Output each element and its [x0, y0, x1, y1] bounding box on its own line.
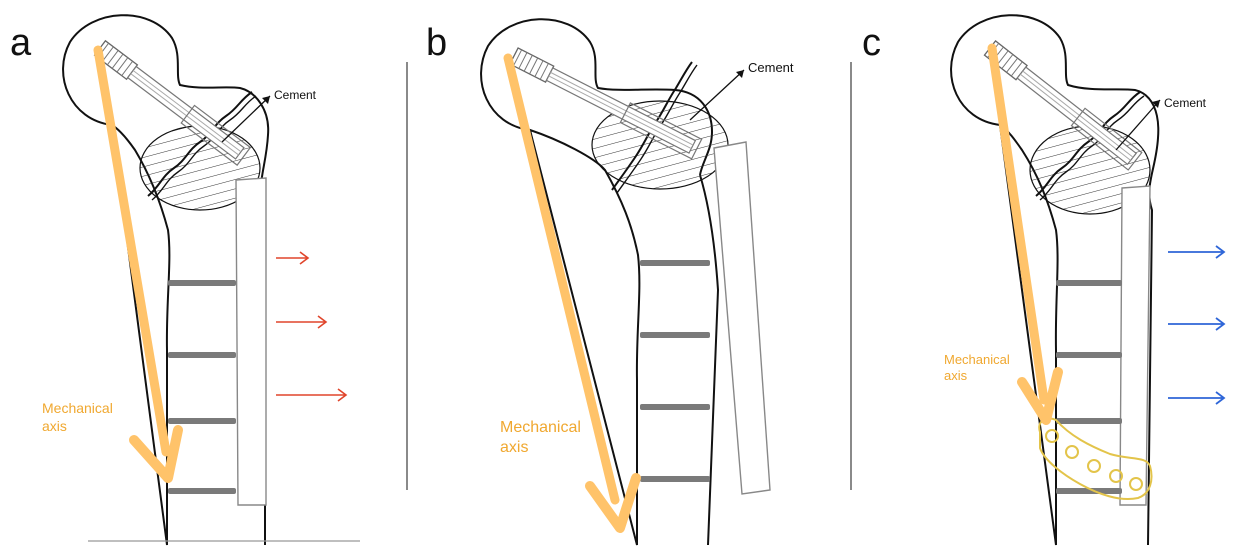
mechanical-axis-arrowhead	[129, 425, 183, 483]
force-arrow	[1168, 245, 1226, 259]
plate-hole	[1087, 459, 1101, 473]
mechanical-axis-label-b: Mechanical axis	[500, 418, 581, 458]
force-arrow	[276, 315, 328, 329]
cortical-screw	[1056, 280, 1122, 286]
force-arrow	[1168, 391, 1226, 405]
cortical-screw	[640, 332, 710, 338]
mechanical-axis-shaft	[503, 53, 620, 505]
mechanical-axis-label-c: Mechanical axis	[944, 352, 1010, 385]
shaft-lateral-edge	[699, 174, 720, 546]
axis-label-line1: Mechanical	[944, 352, 1010, 367]
panel-a	[62, 14, 348, 546]
cortical-screw	[1056, 488, 1122, 494]
panel-c	[950, 14, 1226, 546]
panel-divider-right	[850, 62, 852, 490]
panel-letter-b: b	[426, 22, 448, 64]
cement-pointer-arrowhead	[262, 96, 270, 104]
lag-screw	[509, 47, 703, 160]
force-arrow	[276, 388, 348, 402]
fracture-line-inner	[151, 95, 257, 201]
axis-label-line1: Mechanical	[42, 400, 113, 416]
plate-hole	[1109, 469, 1123, 483]
cortical-screw	[640, 404, 710, 410]
axis-label-line2: axis	[42, 417, 67, 434]
mechanical-axis-arrowhead	[585, 473, 641, 533]
mechanical-axis-shaft	[987, 43, 1049, 405]
side-plate	[713, 141, 771, 495]
force-arrows-blue	[1168, 245, 1226, 405]
fracture-line	[147, 91, 253, 197]
cortical-screw	[640, 260, 710, 266]
cortical-screw	[640, 476, 710, 482]
cement-pointer-arrowhead	[1152, 100, 1160, 108]
cortical-screw	[1056, 418, 1122, 424]
panel-letter-c: c	[862, 22, 881, 64]
axis-label-line2: axis	[944, 368, 968, 384]
cement-label-c: Cement	[1164, 96, 1207, 110]
force-arrow	[1168, 317, 1226, 331]
panel-b	[480, 18, 771, 546]
fracture-line	[1035, 91, 1141, 197]
cortical-screw	[168, 418, 236, 424]
mechanical-axis-shaft	[93, 45, 171, 457]
femur-outline	[62, 14, 270, 546]
panel-divider-left	[406, 62, 408, 490]
mechanical-axis-label-a: Mechanical axis	[42, 400, 113, 435]
plate-hole	[1129, 477, 1143, 491]
cement-pointer-line	[1115, 99, 1161, 151]
side-plate	[235, 177, 267, 506]
plate-hole	[1045, 429, 1059, 443]
cortical-screw	[168, 488, 236, 494]
cement-label-b: Cement	[748, 60, 794, 75]
cement-pointer-line	[689, 69, 745, 121]
supplementary-fixation-plate	[1038, 417, 1153, 500]
cortical-screw	[168, 352, 236, 358]
axis-label-line1: Mechanical	[500, 419, 581, 436]
lag-screw	[93, 39, 252, 166]
cortical-screws	[640, 260, 710, 482]
mechanical-axis-arrowhead	[1017, 367, 1063, 425]
cortical-screws	[168, 280, 236, 494]
force-arrow	[276, 251, 310, 265]
cortical-screw	[168, 280, 236, 286]
cortical-screw	[1056, 352, 1122, 358]
axis-label-line2: axis	[500, 439, 529, 456]
side-plate	[1119, 185, 1151, 506]
plate-hole	[1065, 445, 1079, 459]
force-arrows-red	[276, 251, 348, 402]
panel-letter-a: a	[10, 22, 32, 64]
cement-pointer-arrowhead	[736, 70, 744, 78]
cement-label-a: Cement	[274, 88, 317, 102]
cortical-screws	[1056, 280, 1122, 494]
cement-pointer-line	[221, 95, 271, 143]
fracture-line-inner	[1039, 95, 1145, 201]
